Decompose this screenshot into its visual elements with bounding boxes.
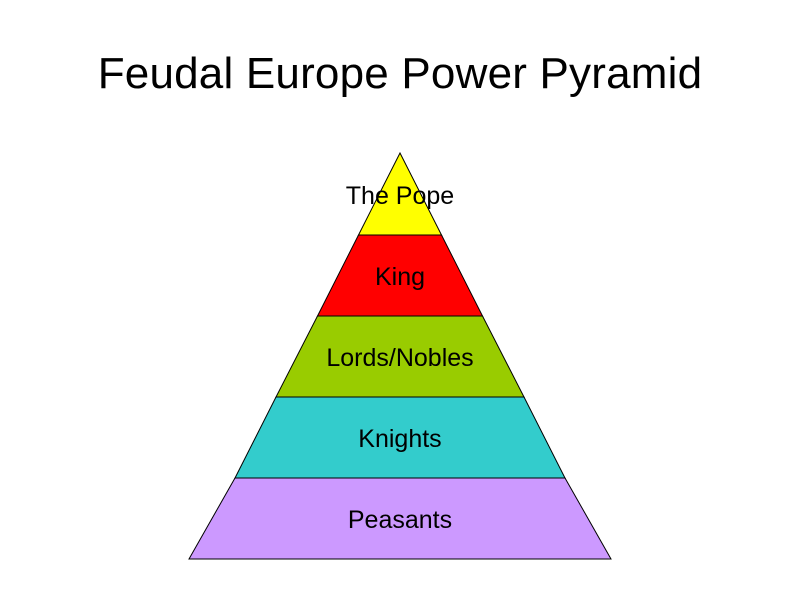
tier-peasants xyxy=(188,477,612,560)
tier-label-lords-nobles: Lords/Nobles xyxy=(326,344,474,372)
tier-label-knights: Knights xyxy=(358,425,442,453)
tier-label-king: King xyxy=(374,263,426,291)
slide-title: Feudal Europe Power Pyramid xyxy=(97,49,703,98)
tier-label-peasants: Peasants xyxy=(347,506,453,534)
tier-label-pope: The Pope xyxy=(345,182,455,210)
